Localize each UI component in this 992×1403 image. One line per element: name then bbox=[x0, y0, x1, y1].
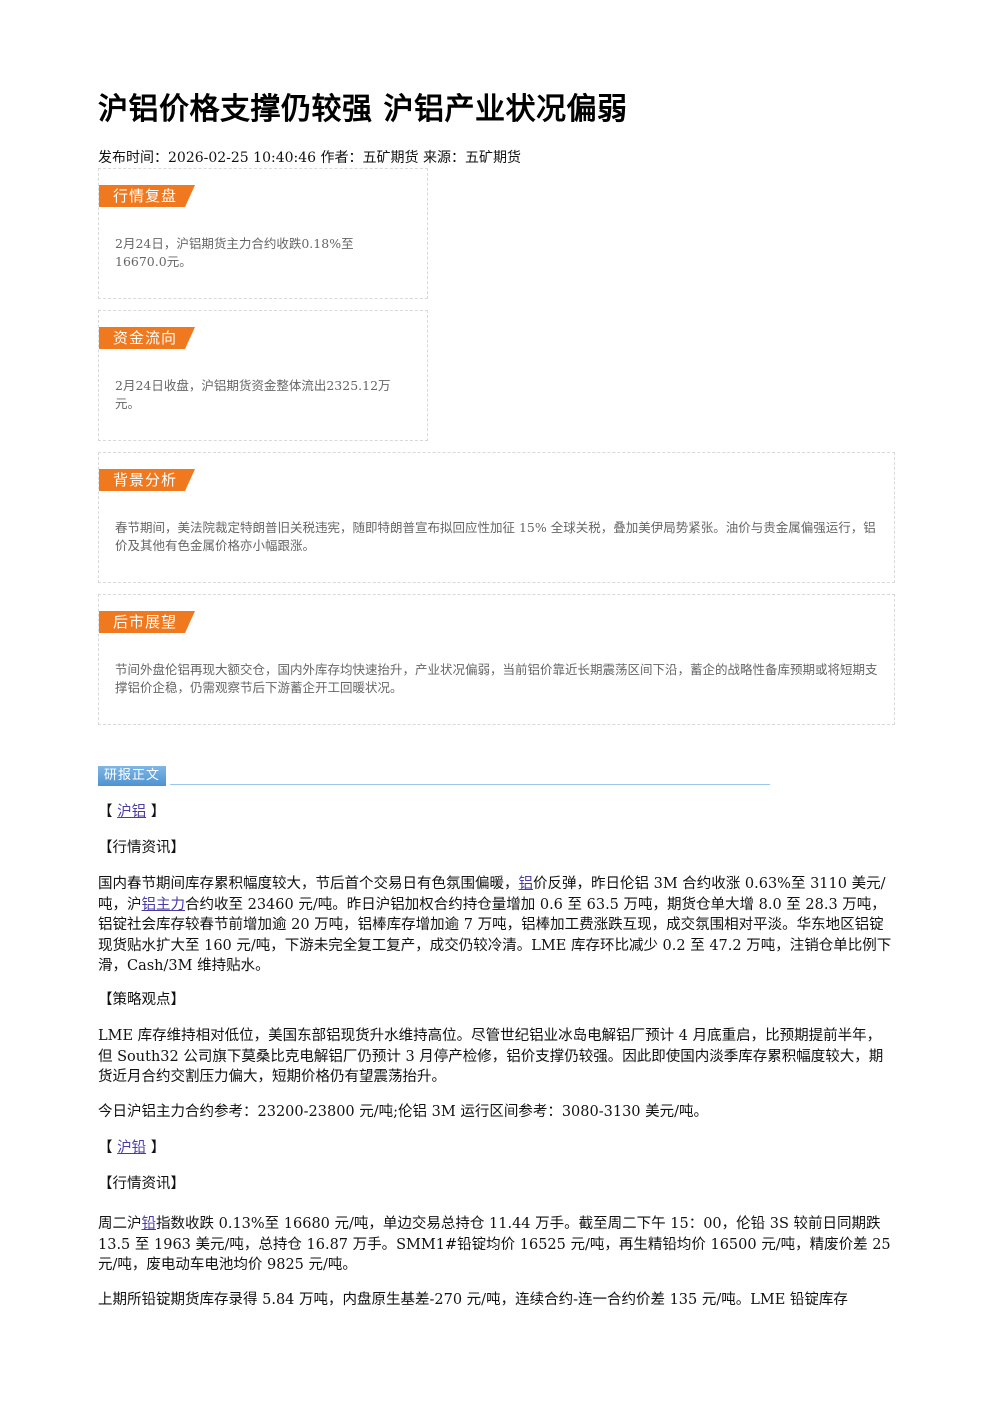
report-header: 研报正文 bbox=[98, 766, 770, 786]
report-tag: 研报正文 bbox=[98, 766, 167, 786]
lead-inventory-paragraph: 上期所铅锭期货库存录得 5.84 万吨，内盘原生基差-270 元/吨，连续合约-… bbox=[98, 1292, 848, 1308]
lead-link[interactable]: 沪铅 bbox=[117, 1140, 147, 1156]
outlook-text: 节间外盘伦铝再现大额交仓，国内外库存均快速抬升，产业状况偏弱，当前铝价靠近长期震… bbox=[115, 662, 878, 695]
lead-market-subheading: 【行情资讯】 bbox=[98, 1176, 185, 1192]
aluminium-strategy-paragraph: LME 库存维持相对低位，美国东部铝现货升水维持高位。尽管世纪铝业冰岛电解铝厂预… bbox=[98, 1028, 884, 1085]
fund-flow-card: 资金流向 2月24日收盘，沪铝期货资金整体流出2325.12万元。 bbox=[98, 310, 428, 441]
lead-market-paragraph: 周二沪铅指数收跌 0.13%至 16680 元/吨，单边交易总持仓 11.44 … bbox=[98, 1216, 891, 1273]
fund-flow-tag: 资金流向 bbox=[99, 327, 195, 349]
market-review-text: 2月24日，沪铝期货主力合约收跌0.18%至16670.0元。 bbox=[115, 236, 354, 269]
aluminium-link[interactable]: 沪铝 bbox=[117, 804, 147, 820]
outlook-tag: 后市展望 bbox=[99, 611, 195, 633]
market-review-tag: 行情复盘 bbox=[99, 185, 195, 207]
section-heading-aluminium: 【 沪铝 】 bbox=[98, 804, 166, 820]
background-card: 背景分析 春节期间，美法院裁定特朗普旧关税违宪，随即特朗普宣布拟回应性加征 15… bbox=[98, 452, 895, 583]
aluminium-strategy-subheading: 【策略观点】 bbox=[98, 992, 185, 1008]
report-divider bbox=[170, 784, 770, 785]
aluminium-market-paragraph: 国内春节期间库存累积幅度较大，节后首个交易日有色氛围偏暖，铝价反弹，昨日伦铝 3… bbox=[98, 876, 892, 974]
aluminium-reference-paragraph: 今日沪铝主力合约参考：23200-23800 元/吨;伦铝 3M 运行区间参考：… bbox=[98, 1104, 709, 1120]
lead-inline-link[interactable]: 铅 bbox=[141, 1216, 157, 1232]
aluminium-inline-link[interactable]: 铝 bbox=[518, 876, 534, 892]
section-heading-lead: 【 沪铅 】 bbox=[98, 1140, 166, 1156]
fund-flow-text: 2月24日收盘，沪铝期货资金整体流出2325.12万元。 bbox=[115, 378, 391, 411]
outlook-card: 后市展望 节间外盘伦铝再现大额交仓，国内外库存均快速抬升，产业状况偏弱，当前铝价… bbox=[98, 594, 895, 725]
article-meta: 发布时间：2026-02-25 10:40:46 作者：五矿期货 来源：五矿期货 bbox=[98, 150, 521, 166]
background-tag: 背景分析 bbox=[99, 469, 195, 491]
background-text: 春节期间，美法院裁定特朗普旧关税违宪，随即特朗普宣布拟回应性加征 15% 全球关… bbox=[115, 520, 876, 553]
aluminium-main-link[interactable]: 铝主力 bbox=[141, 896, 186, 913]
market-review-card: 行情复盘 2月24日，沪铝期货主力合约收跌0.18%至16670.0元。 bbox=[98, 168, 428, 299]
aluminium-market-subheading: 【行情资讯】 bbox=[98, 840, 185, 856]
article-title: 沪铝价格支撑仍较强 沪铝产业状况偏弱 bbox=[98, 92, 628, 127]
